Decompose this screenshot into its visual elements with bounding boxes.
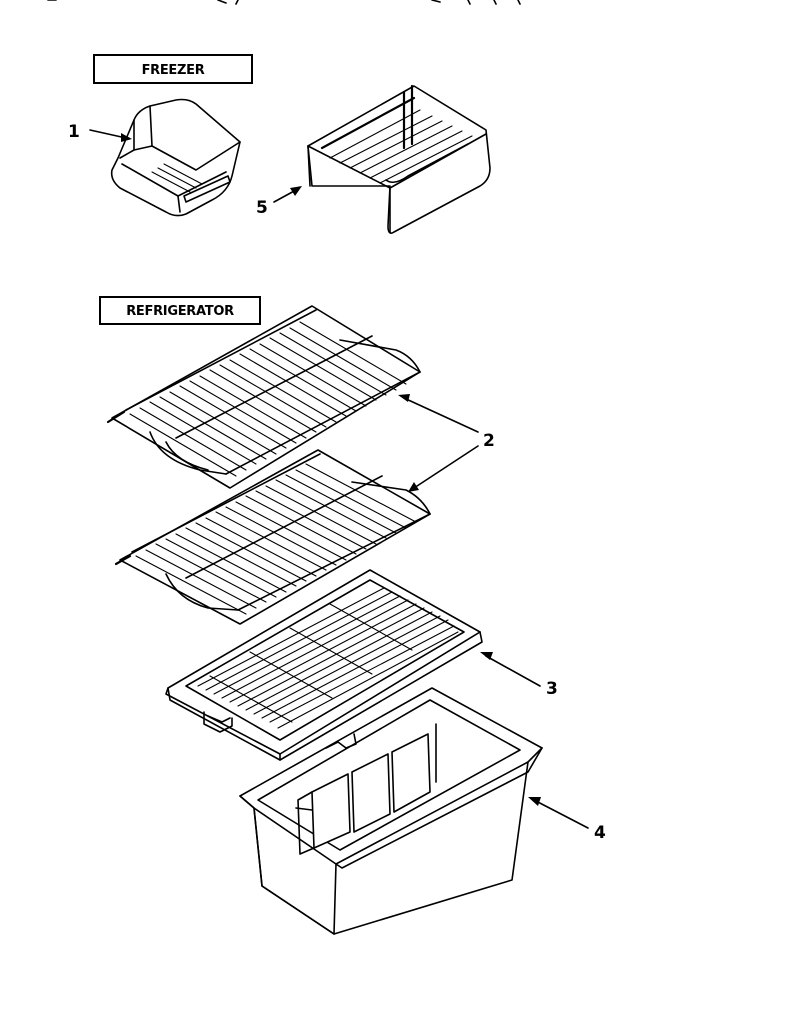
refrigerator-label-text: REFRIGERATOR bbox=[126, 304, 234, 319]
callout-2: 2 bbox=[398, 394, 495, 492]
callout-5: 5 bbox=[256, 186, 302, 218]
lower-shelf-wires bbox=[135, 463, 417, 615]
callout-2-number: 2 bbox=[483, 431, 495, 451]
part-2-upper-wire-shelf bbox=[106, 305, 421, 489]
callout-3: 3 bbox=[480, 652, 558, 699]
part-4-crisper-pan bbox=[239, 687, 543, 935]
callout-1: 1 bbox=[68, 122, 132, 142]
crisper-cover-cross-ribs bbox=[209, 603, 413, 723]
callout-5-number: 5 bbox=[256, 198, 268, 218]
freezer-label-text: FREEZER bbox=[142, 63, 205, 78]
part-1-freezer-bin bbox=[110, 98, 241, 217]
callout-3-number: 3 bbox=[546, 679, 558, 699]
part-5-freezer-shelf bbox=[307, 84, 491, 234]
callout-4-number: 4 bbox=[594, 823, 606, 843]
refrigerator-section-label: REFRIGERATOR bbox=[99, 296, 261, 325]
crisper-pan-dividers bbox=[297, 733, 431, 855]
callout-1-number: 1 bbox=[68, 122, 80, 142]
part-3-crisper-cover bbox=[165, 569, 483, 761]
crisper-cover-ribs bbox=[197, 587, 459, 729]
callout-4: 4 bbox=[528, 797, 606, 843]
scan-edge-marks bbox=[47, 0, 521, 5]
part-2-lower-wire-shelf bbox=[114, 449, 431, 625]
freezer-section-label: FREEZER bbox=[93, 54, 253, 84]
upper-shelf-wires bbox=[129, 321, 407, 477]
